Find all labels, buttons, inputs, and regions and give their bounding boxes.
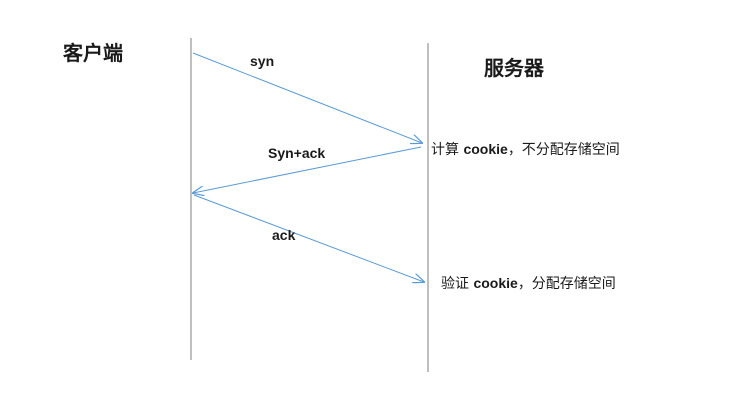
note-suffix: ，分配存储空间 xyxy=(517,276,616,292)
ack-message-label: ack xyxy=(272,227,296,243)
ack-arrow xyxy=(193,194,424,282)
note-prefix: 验证 xyxy=(441,276,469,292)
verify-cookie-note: 验证 cookie，分配存储空间 xyxy=(441,273,616,293)
syn-ack-arrow xyxy=(193,146,422,193)
syn-arrow xyxy=(192,52,422,143)
note-code: cookie xyxy=(473,275,518,291)
note-prefix: 计算 xyxy=(431,142,459,158)
syn-ack-message-label: Syn+ack xyxy=(268,145,326,161)
note-suffix: ，不分配存储空间 xyxy=(507,142,620,158)
server-actor-label: 服务器 xyxy=(484,56,544,80)
compute-cookie-note: 计算 cookie，不分配存储空间 xyxy=(431,139,620,159)
syn-message-label: syn xyxy=(250,53,275,69)
client-actor-label: 客户端 xyxy=(63,41,123,65)
note-code: cookie xyxy=(463,141,508,157)
